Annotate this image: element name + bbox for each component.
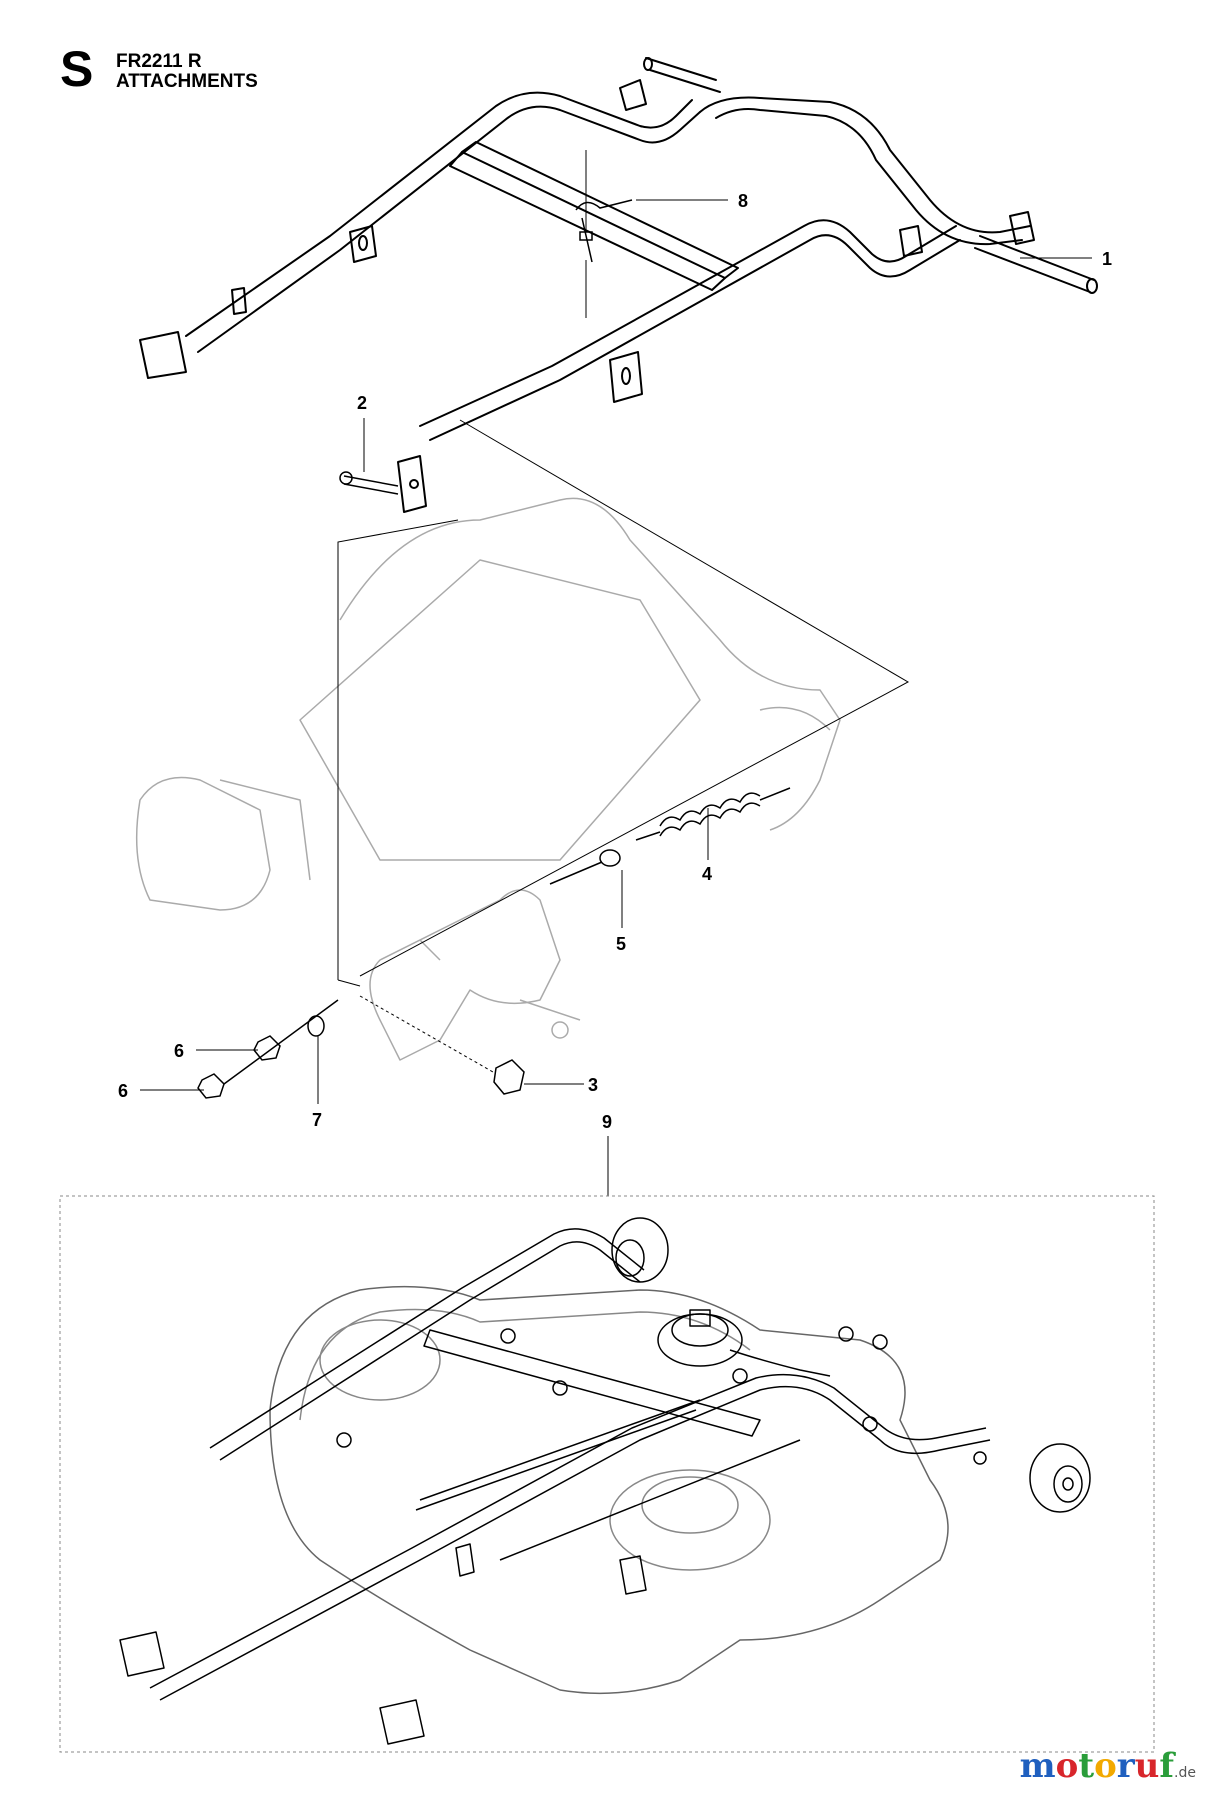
- logo-tld: .de: [1174, 1765, 1196, 1781]
- logo-letter: t: [1078, 1746, 1095, 1786]
- section-letter: S: [60, 41, 94, 97]
- logo-letter: f: [1159, 1746, 1175, 1786]
- mower-deck: [119, 1217, 1091, 1745]
- motoruf-logo: motoruf.de: [1020, 1746, 1196, 1786]
- lift-arm-assembly: [139, 57, 1098, 513]
- callout-leaders-top: [363, 150, 1092, 472]
- callout-4: 4: [702, 864, 712, 884]
- callout-6b: 6: [118, 1081, 128, 1101]
- logo-letter: u: [1134, 1746, 1160, 1786]
- callout-6a: 6: [174, 1041, 184, 1061]
- model-number: FR2211 R: [116, 51, 202, 72]
- logo-letter: o: [1055, 1746, 1079, 1786]
- callout-2: 2: [357, 393, 367, 413]
- header-text: FR2211 R ATTACHMENTS: [116, 52, 258, 92]
- spring-part-4: [635, 787, 791, 841]
- logo-wordmark: motoruf: [1020, 1746, 1174, 1786]
- callout-8: 8: [738, 191, 748, 211]
- eyebolt-part-5: [549, 849, 621, 885]
- tractor-frame-ghost: [135, 497, 841, 1061]
- logo-letter: o: [1094, 1746, 1117, 1786]
- callout-3: 3: [588, 1075, 598, 1095]
- callout-9: 9: [602, 1112, 612, 1132]
- logo-letter: r: [1116, 1746, 1135, 1786]
- bolt-part-2: [339, 471, 399, 495]
- fasteners: [197, 999, 525, 1099]
- logo-letter: m: [1019, 1746, 1056, 1786]
- callout-labels: 1 2 3 4 5 6 6 7 8 9: [118, 191, 1112, 1132]
- page-header: S FR2211 R ATTACHMENTS: [0, 0, 1224, 110]
- callout-5: 5: [616, 934, 626, 954]
- assembly-guide-lines: [337, 419, 910, 1077]
- hairpin-and-pin: [575, 199, 633, 263]
- callout-leaders-lower: [140, 808, 709, 1196]
- callout-7: 7: [312, 1110, 322, 1130]
- section-title: ATTACHMENTS: [116, 70, 258, 92]
- callout-1: 1: [1102, 249, 1112, 269]
- deck-outline-box: [59, 1195, 1155, 1753]
